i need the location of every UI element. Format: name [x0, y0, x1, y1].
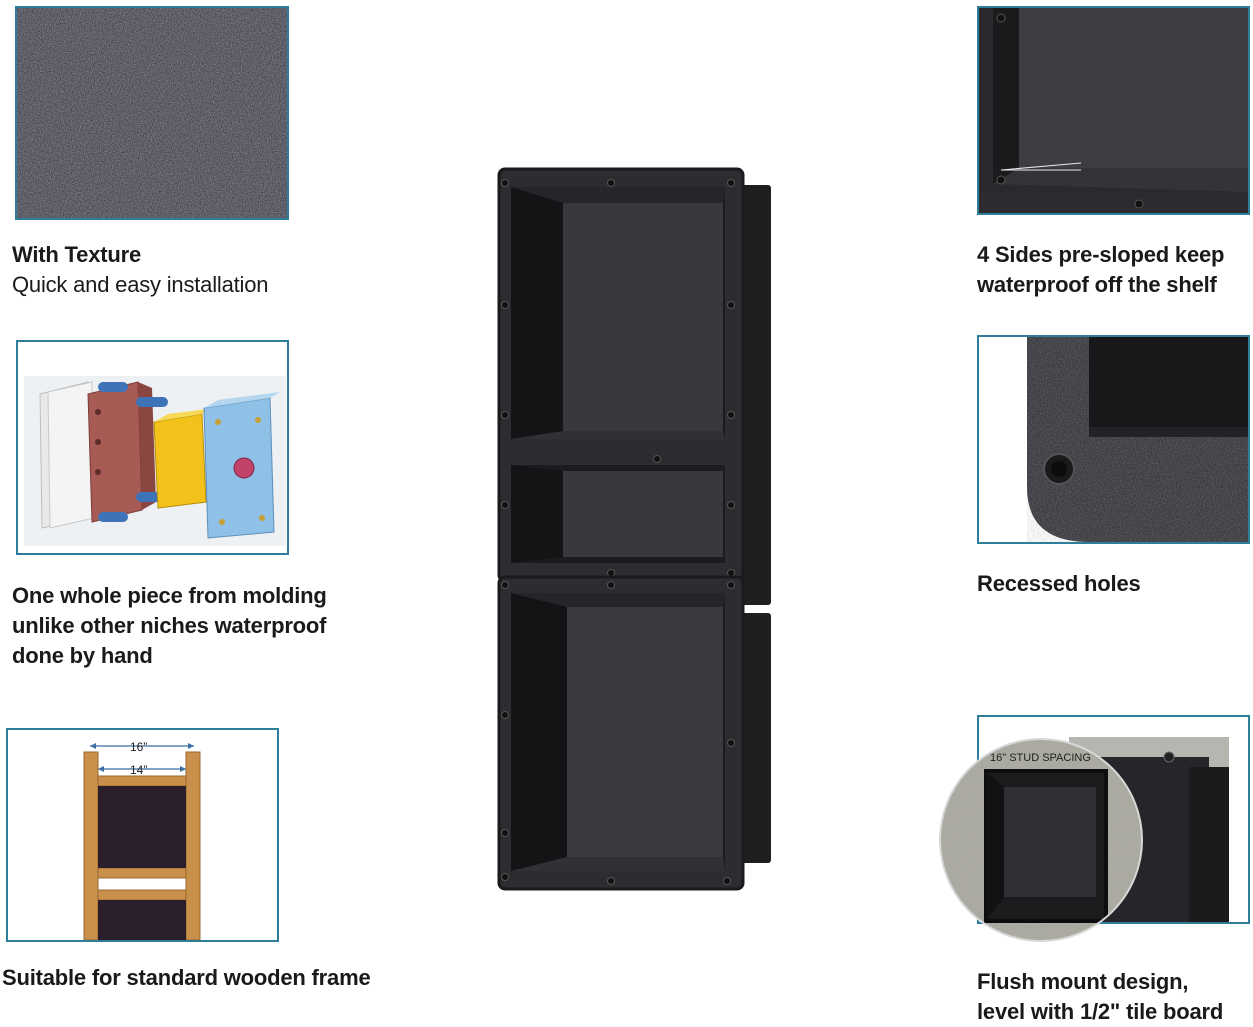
frame-panel: 16” 14”	[6, 728, 279, 942]
flush-line-2: level with 1/2" tile board	[977, 999, 1224, 1024]
wood-frame-illustration: 16” 14”	[8, 730, 277, 940]
sloped-line-2: waterproof off the shelf	[977, 272, 1217, 297]
holes-caption: Recessed holes	[977, 569, 1141, 599]
texture-panel	[15, 6, 289, 220]
stud-spacing-label: 16" STUD SPACING	[990, 752, 1091, 764]
molding-line-3: done by hand	[12, 643, 153, 668]
holes-panel	[977, 335, 1250, 544]
flush-zoom-inset: 16" STUD SPACING	[939, 738, 1143, 942]
texture-image	[17, 8, 287, 218]
flush-caption: Flush mount design, level with 1/2" tile…	[977, 967, 1223, 1027]
sloped-panel	[977, 6, 1250, 215]
dim-outer-label: 16”	[130, 740, 147, 754]
flush-line-1: Flush mount design,	[977, 969, 1189, 994]
frame-caption: Suitable for standard wooden frame	[2, 963, 371, 993]
shower-niche-product	[497, 167, 771, 891]
texture-caption: With Texture Quick and easy installation	[12, 240, 269, 300]
molding-line-1: One whole piece from molding	[12, 583, 327, 608]
mold-illustration	[18, 342, 287, 553]
molding-caption: One whole piece from molding unlike othe…	[12, 581, 327, 671]
frame-text: Suitable for standard wooden frame	[2, 965, 371, 990]
dim-inner-label: 14”	[130, 763, 147, 777]
holes-text: Recessed holes	[977, 571, 1141, 596]
molding-panel	[16, 340, 289, 555]
sloped-line-1: 4 Sides pre-sloped keep	[977, 242, 1225, 267]
sloped-caption: 4 Sides pre-sloped keep waterproof off t…	[977, 240, 1224, 300]
recessed-hole-image	[979, 337, 1248, 542]
sloped-detail-image	[979, 8, 1248, 213]
texture-title: With Texture	[12, 242, 141, 267]
texture-subtitle: Quick and easy installation	[12, 272, 269, 297]
molding-line-2: unlike other niches waterproof	[12, 613, 327, 638]
